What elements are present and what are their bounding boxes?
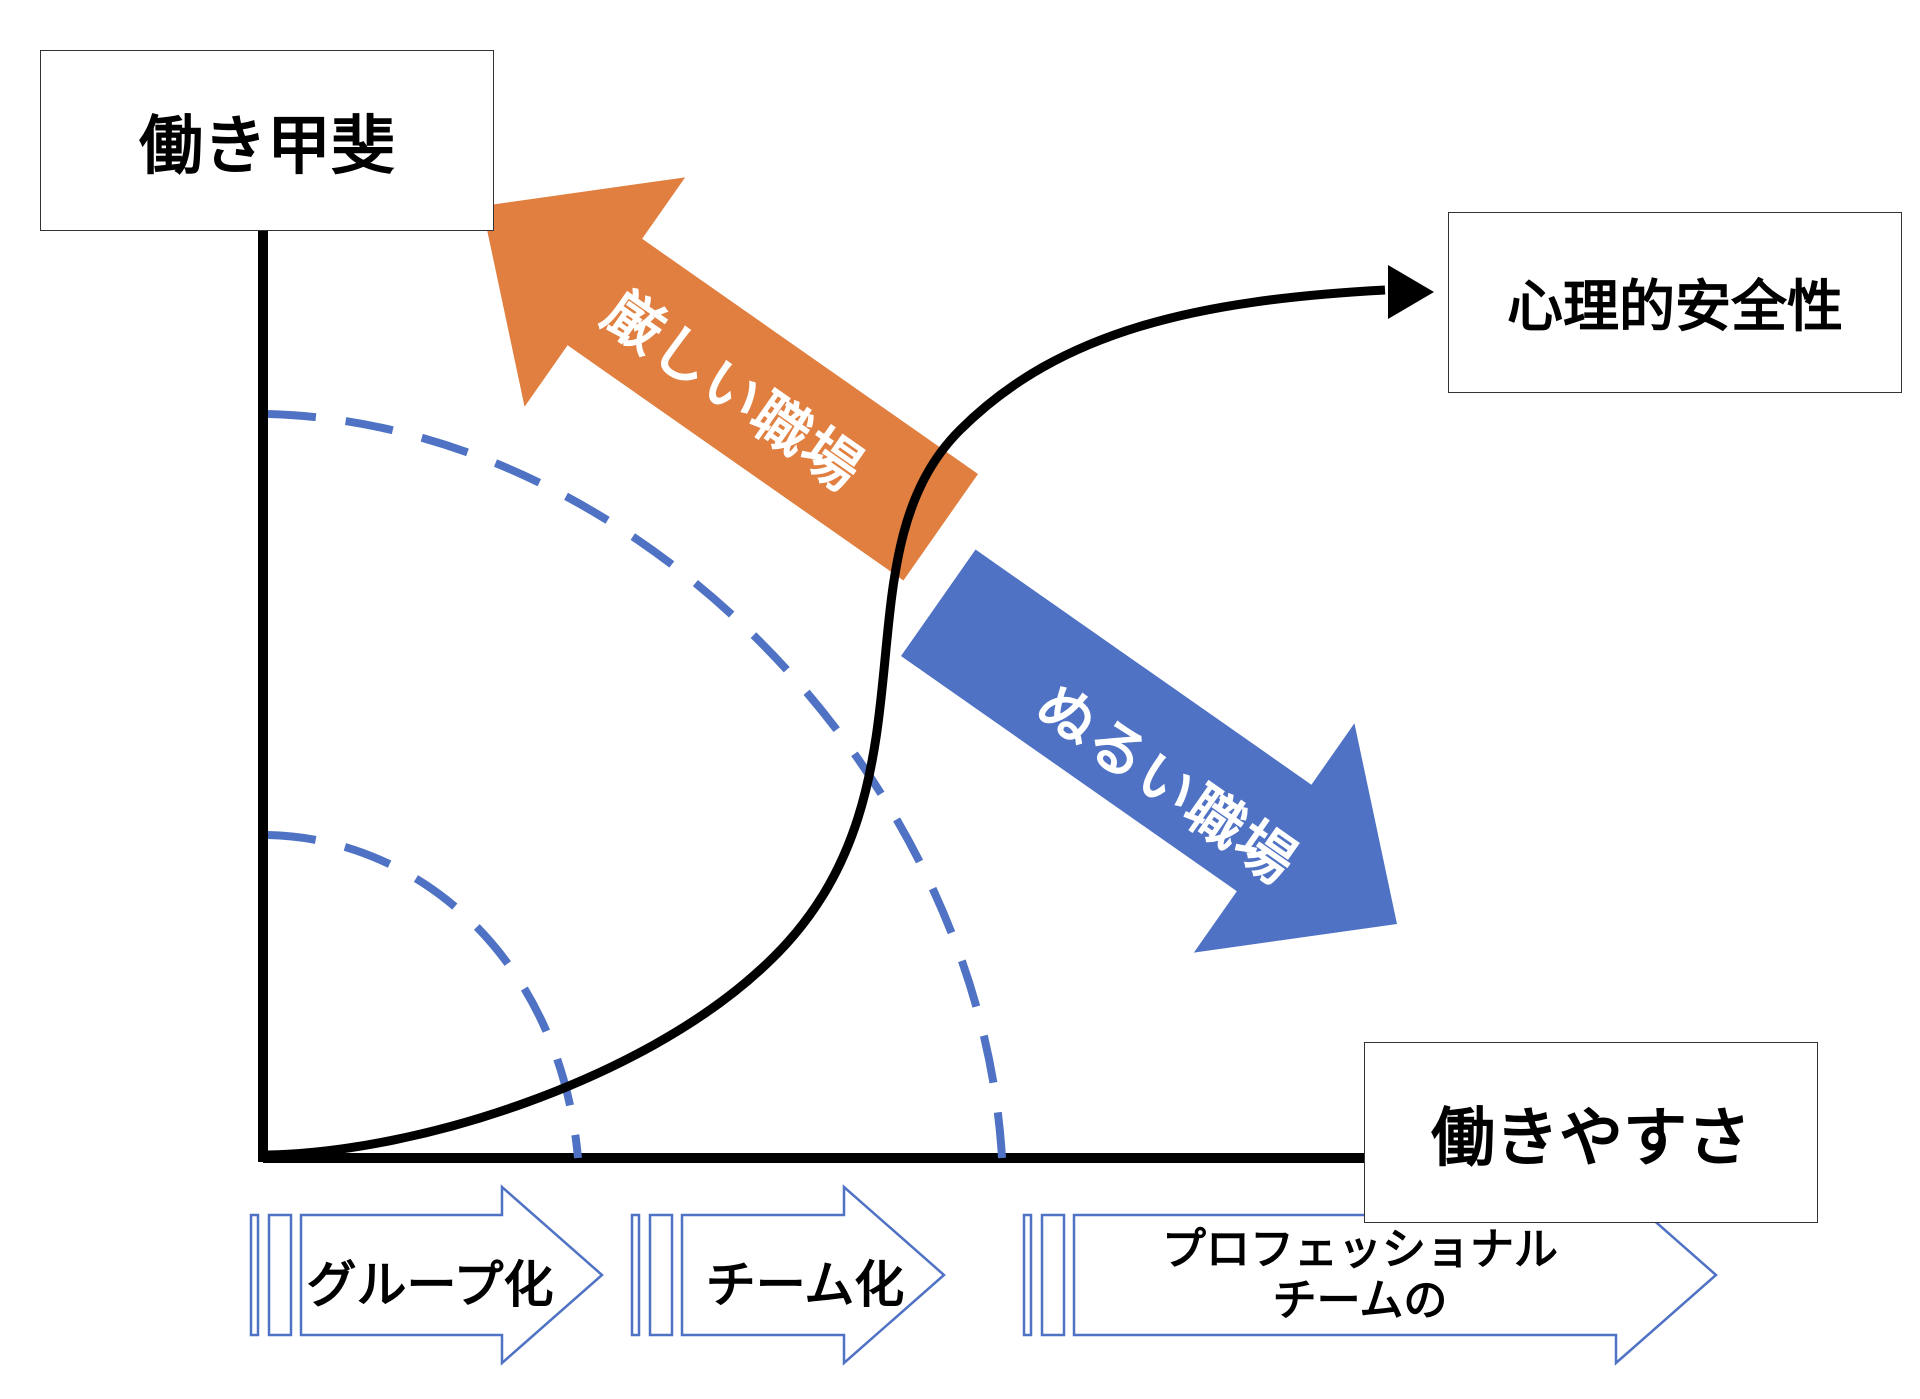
strict-workplace-arrow bbox=[482, 177, 979, 581]
psychological-safety-curve bbox=[267, 285, 1386, 1160]
inner-dashed-arc bbox=[267, 831, 582, 1159]
y-axis-label-box: 働き甲斐 bbox=[40, 50, 494, 231]
outer-dashed-arc bbox=[267, 410, 1006, 1159]
curve-end-label: 心理的安全性 bbox=[1507, 275, 1843, 340]
stage-label-professional-team: プロフェッショナル チームの bbox=[1162, 1224, 1558, 1326]
stage-arrow-3 bbox=[1022, 1184, 1718, 1366]
y-axis-label: 働き甲斐 bbox=[139, 109, 395, 184]
x-axis-label: 働きやすさ bbox=[1431, 1101, 1751, 1176]
stage-arrow-2 bbox=[630, 1184, 946, 1366]
stage-label-team: チーム化 bbox=[705, 1256, 905, 1314]
stage-arrow-1 bbox=[249, 1184, 604, 1366]
x-axis-label-box: 働きやすさ bbox=[1364, 1042, 1818, 1223]
curve-end-label-box: 心理的安全性 bbox=[1448, 212, 1902, 393]
curve-arrowhead bbox=[1388, 265, 1434, 319]
stage-label-group: グループ化 bbox=[306, 1256, 554, 1314]
lax-workplace-arrow bbox=[900, 549, 1397, 953]
